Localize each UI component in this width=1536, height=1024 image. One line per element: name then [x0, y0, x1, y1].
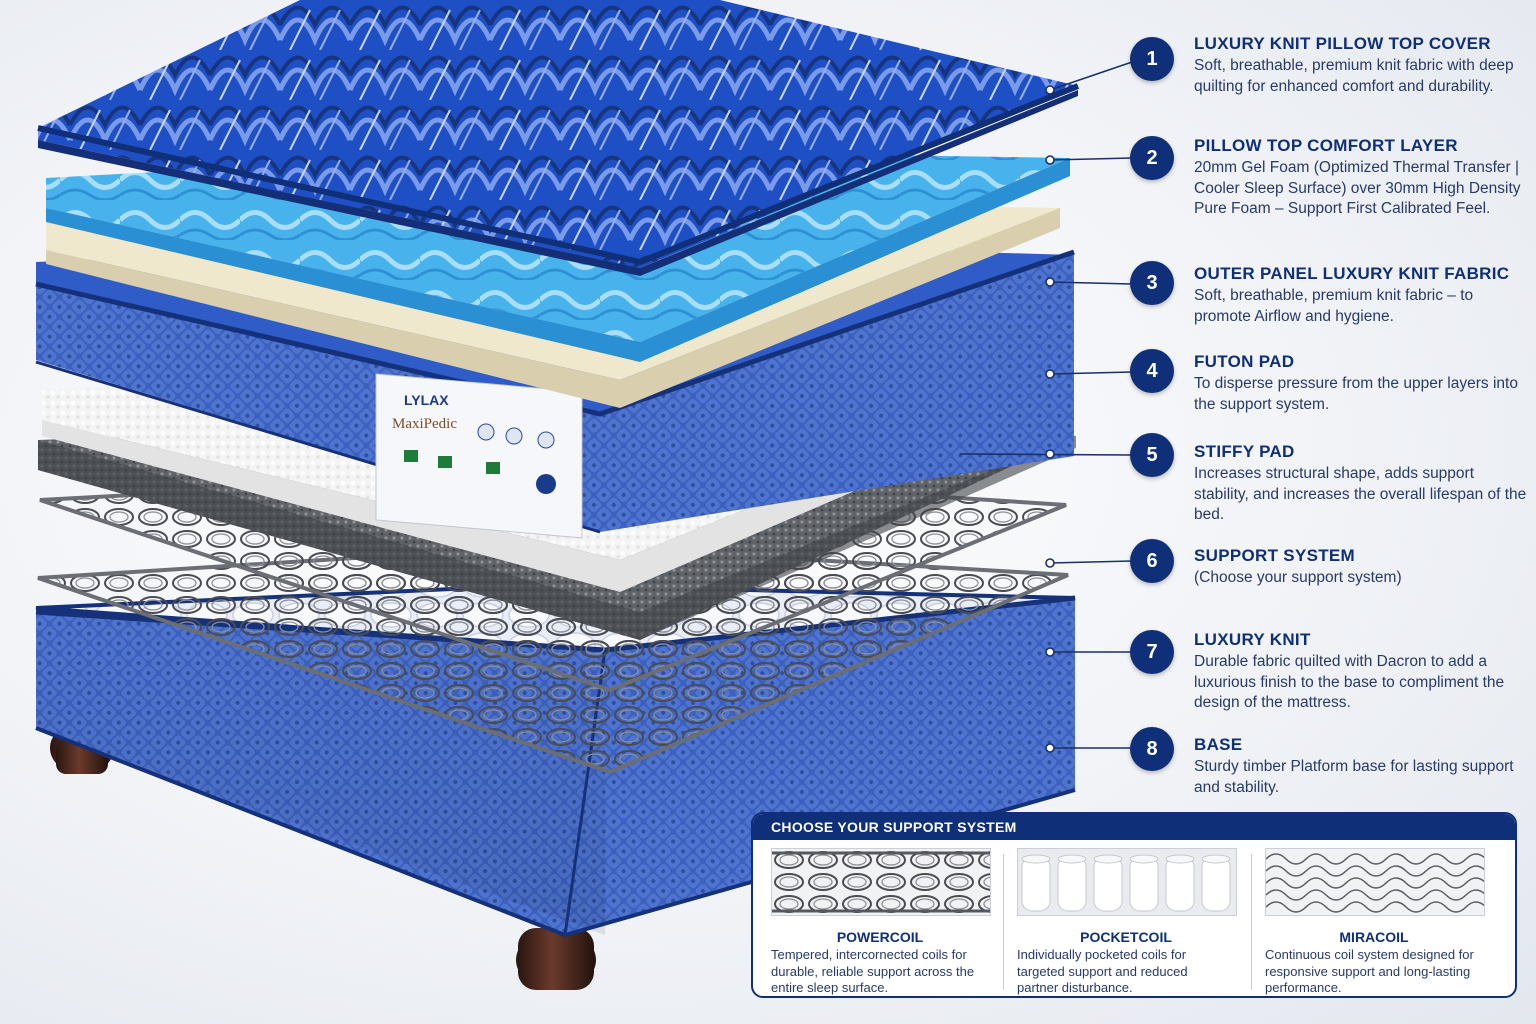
miracoil-image: [1265, 848, 1487, 916]
callout-description: Sturdy timber Platform base for lasting …: [1194, 758, 1514, 796]
callout-description: To disperse pressure from the upper laye…: [1194, 375, 1518, 413]
support-option-description: Individually pocketed coils for targeted…: [1017, 947, 1188, 995]
support-option-name: POWERCOIL: [836, 929, 924, 945]
callout-description: (Choose your support system): [1194, 569, 1402, 586]
model-label-text: MaxiPedic: [392, 416, 457, 432]
callout-title: OUTER PANEL LUXURY KNIT FABRIC: [1194, 264, 1510, 283]
callout-number-badge: 7: [1130, 630, 1174, 674]
callout-description: Increases structural shape, adds support…: [1194, 465, 1527, 523]
callout-description: Soft, breathable, premium knit fabric wi…: [1194, 57, 1514, 95]
powercoil-image: [771, 848, 991, 916]
support-panel-title: CHOOSE YOUR SUPPORT SYSTEM: [753, 814, 1515, 840]
callout-title: STIFFY PAD: [1194, 442, 1295, 461]
callout-title: LUXURY KNIT PILLOW TOP COVER: [1194, 34, 1491, 53]
callout-title: PILLOW TOP COMFORT LAYER: [1194, 136, 1458, 155]
support-option-powercoil: POWERCOIL Tempered, intercornected coils…: [771, 848, 993, 996]
callout-title: SUPPORT SYSTEM: [1194, 546, 1356, 565]
callout-title: LUXURY KNIT: [1194, 630, 1311, 649]
support-option-description: Tempered, intercornected coils for durab…: [771, 947, 975, 995]
support-option-name: POCKETCOIL: [1080, 929, 1172, 945]
callout-title: FUTON PAD: [1194, 352, 1295, 371]
callout-number-badge: 8: [1130, 727, 1174, 771]
panel-divider: [1003, 854, 1004, 990]
support-option-miracoil: MIRACOIL Continuous coil system designed…: [1265, 848, 1487, 996]
callout-description: Soft, breathable, premium knit fabric – …: [1194, 287, 1474, 325]
callout-number-badge: 1: [1130, 37, 1174, 81]
leader-lines: [959, 61, 1133, 753]
brand-label-text: LYLAX: [404, 392, 449, 408]
callout-title: BASE: [1194, 735, 1243, 754]
callout-number-badge: 5: [1130, 433, 1174, 477]
callout-number-badge: 3: [1130, 261, 1174, 305]
pillow-top-cover: [37, 0, 1080, 276]
callout-description: 20mm Gel Foam (Optimized Thermal Transfe…: [1194, 159, 1521, 217]
callout-description: Durable fabric quilted with Dacron to ad…: [1194, 653, 1505, 711]
panel-divider: [1251, 854, 1252, 990]
support-option-pocketcoil: POCKETCOIL Individually pocketed coils f…: [1017, 848, 1239, 996]
support-system-panel: CHOOSE YOUR SUPPORT SYSTEM POWERCOIL Tem…: [751, 812, 1517, 998]
callout-number-badge: 6: [1130, 539, 1174, 583]
support-option-name: MIRACOIL: [1339, 929, 1409, 945]
support-option-description: Continuous coil system designed for resp…: [1265, 947, 1474, 995]
callout-number-badge: 2: [1130, 136, 1174, 180]
pocketcoil-image: [1017, 848, 1237, 916]
callout-number-badge: 4: [1130, 349, 1174, 393]
